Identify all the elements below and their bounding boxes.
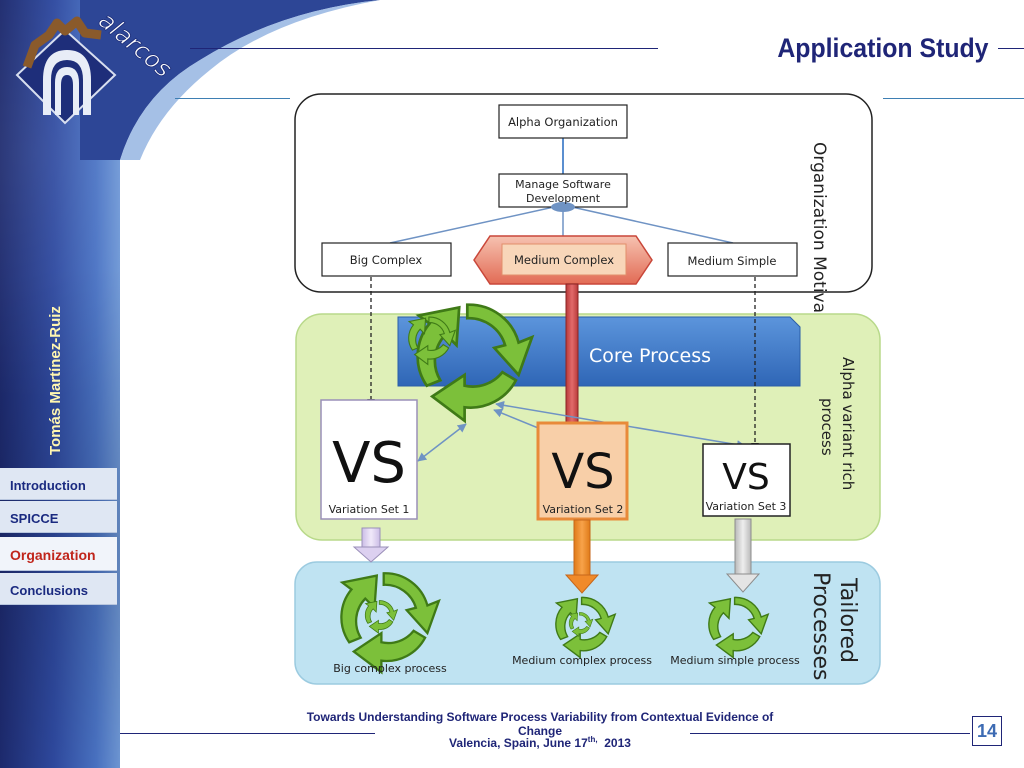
big-complex-node [321,242,452,277]
nav-item-conclusions[interactable]: Conclusions [0,573,117,605]
page-title: Application Study [776,33,988,63]
header-subrule-right [883,98,1024,99]
lavender-arrow-head [352,546,390,563]
venue-sup: th, [587,735,598,744]
alpha-organization-node [498,104,628,139]
orange-arrow-shaft [573,519,591,577]
footer-rule-left [120,733,375,734]
connector-manage-big [389,204,564,244]
variant-box-label-2: process [818,398,836,456]
manage-software-label-2: Development [526,192,601,205]
vs3-label: Variation Set 3 [706,500,787,513]
alpha-organization-label: Alpha Organization [508,115,618,129]
vs1-mark: VS [332,431,406,496]
medium-complex-label: Medium Complex [514,253,614,267]
nav-label: Introduction [10,478,86,493]
core-process-label: Core Process [589,345,711,367]
medium-complex-inner [501,243,627,276]
nav-label: SPICCE [10,511,59,526]
header-swoosh [80,0,380,160]
alarcos-logo: alarcos [15,6,178,125]
header-rule-left [190,48,658,49]
footer-venue: Valencia, Spain, June 17th, 2013 [400,735,680,750]
page-number: 14 [972,716,1002,746]
grey-arrow-head [725,573,761,593]
nav-label: Organization [10,547,96,563]
link-core-vs1 [417,423,467,462]
footer-paper-title: Towards Understanding Software Process V… [306,710,774,738]
grey-arrow-shaft [734,518,752,576]
venue-prefix: Valencia, Spain, June 17 [449,736,588,750]
nav-item-introduction[interactable]: Introduction [0,468,117,500]
manage-software-label-1: Manage Software [515,178,611,191]
manage-software-node [498,173,628,208]
header-subrule-left [175,98,290,99]
red-arrow-shaft [565,283,579,425]
vs1-label: Variation Set 1 [329,503,410,516]
vs3-mark: VS [722,457,769,498]
lavender-arrow-shaft [361,527,381,549]
variant-box-label-1: Alpha variant rich [839,357,857,490]
nav-label: Conclusions [10,583,89,598]
tailored-label-2: Processes [808,572,833,680]
organization-box-label: Organization Motivation [809,142,829,346]
variation-set-2 [536,421,629,521]
venue-year: 2013 [604,736,631,750]
vs2-label: Variation Set 2 [543,503,624,516]
big-complex-label: Big Complex [350,253,423,267]
footer-rule-right [690,733,970,734]
nav-item-organization[interactable]: Organization [0,537,117,571]
manage-software-connector-dot [551,202,575,212]
orange-arrow-head [564,574,600,594]
big-complex-process-label: Big complex process [333,662,447,675]
nav-item-spicce[interactable]: SPICCE [0,501,117,533]
variation-set-1 [320,399,418,520]
connector-manage-simple [562,204,734,244]
vs2-mark: VS [551,444,614,500]
header-rule-right [998,48,1024,49]
medium-simple-node [667,242,798,277]
medium-simple-process-label: Medium simple process [670,654,800,667]
medium-complex-process-label: Medium complex process [512,654,652,667]
tailored-label-1: Tailored [835,577,860,663]
medium-simple-label: Medium Simple [688,254,777,268]
variation-set-3 [702,443,791,517]
